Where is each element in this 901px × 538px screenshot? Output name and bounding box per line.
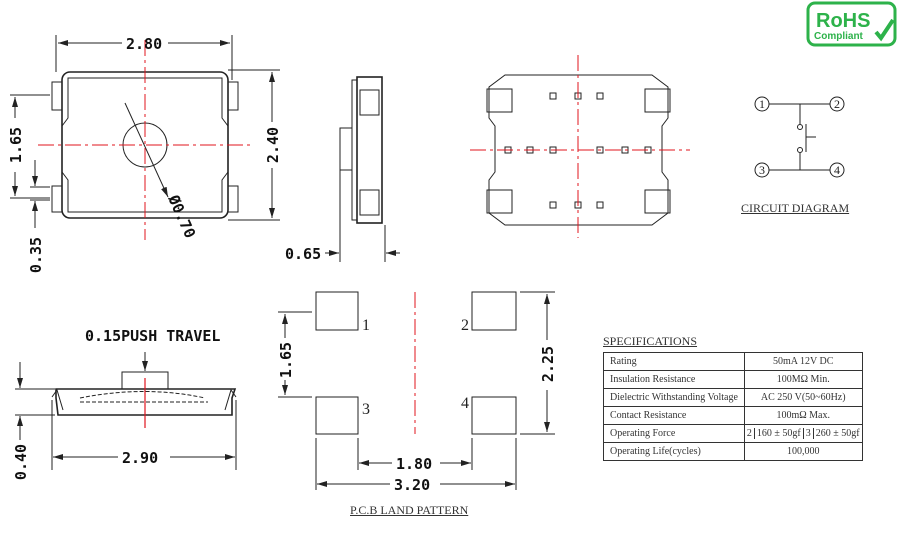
spec-label: Operating Life(cycles)	[603, 442, 745, 461]
spec-value: 50mA 12V DC	[743, 352, 863, 371]
pin-4: 4	[834, 163, 840, 177]
push-travel-label: 0.15PUSH TRAVEL	[85, 327, 220, 345]
spec-value: 100MΩ Min.	[743, 370, 863, 389]
compliant-text: Compliant	[814, 31, 864, 42]
specs-title: SPECIFICATIONS	[603, 334, 698, 348]
pin-2: 2	[834, 97, 840, 111]
pcb-land-pattern: 1 2 3 4 1.65 2.25 1.80 3.20	[277, 291, 557, 494]
dim-pcb-165: 1.65	[277, 342, 295, 378]
check-icon	[874, 18, 895, 42]
circuit-diagram-title: CIRCUIT DIAGRAM	[741, 201, 850, 215]
dim-height: 2.40	[264, 127, 282, 163]
spec-value: 100,000	[743, 442, 863, 461]
pin-3: 3	[759, 163, 765, 177]
force-option-code: 2	[745, 428, 755, 439]
table-row: Operating Life(cycles)100,000	[603, 442, 863, 461]
front-view: 0.15PUSH TRAVEL 0.40 2.90	[12, 327, 237, 480]
top-view: 2.80 2.40 1.65 0.35 Ø0.70	[7, 35, 282, 273]
spec-label: Rating	[603, 352, 745, 371]
force-option-value: 160 ± 50gf	[755, 428, 804, 439]
side-view: 0.65	[285, 76, 400, 263]
bottom-view	[470, 55, 690, 238]
dim-pcb-180: 1.80	[396, 455, 432, 473]
dim-width-290: 2.90	[122, 449, 158, 467]
spec-label: Operating Force	[603, 424, 745, 443]
spec-label: Contact Resistance	[603, 406, 745, 425]
pad-label-4: 4	[461, 395, 469, 412]
dim-width: 2.80	[126, 35, 162, 53]
dim-pcb-225: 2.25	[539, 346, 557, 382]
spec-value: AC 250 V(50~60Hz)	[743, 388, 863, 407]
spec-label: Insulation Resistance	[603, 370, 745, 389]
dim-height-040: 0.40	[12, 444, 30, 480]
dim-tab: 0.35	[27, 237, 45, 273]
rohs-text: RoHS	[816, 10, 870, 32]
pcb-title: P.C.B LAND PATTERN	[350, 503, 469, 517]
dim-thickness: 0.65	[285, 245, 321, 263]
dim-pcb-320: 3.20	[394, 476, 430, 494]
pin-1: 1	[759, 97, 765, 111]
dim-pitch: 1.65	[7, 127, 25, 163]
pad-label-1: 1	[362, 317, 370, 334]
spec-label: Dielectric Withstanding Voltage	[603, 388, 745, 407]
dim-diameter: Ø0.70	[164, 191, 199, 240]
rohs-logo: RoHS Compliant	[806, 1, 897, 47]
pad-label-3: 3	[362, 401, 370, 418]
force-option-value: 260 ± 50gf	[815, 428, 860, 439]
pad-label-2: 2	[461, 317, 469, 334]
spec-value: 100mΩ Max.	[743, 406, 863, 425]
force-option-code: 3	[804, 428, 814, 439]
circuit-diagram: 1 2 3 4	[754, 96, 845, 178]
